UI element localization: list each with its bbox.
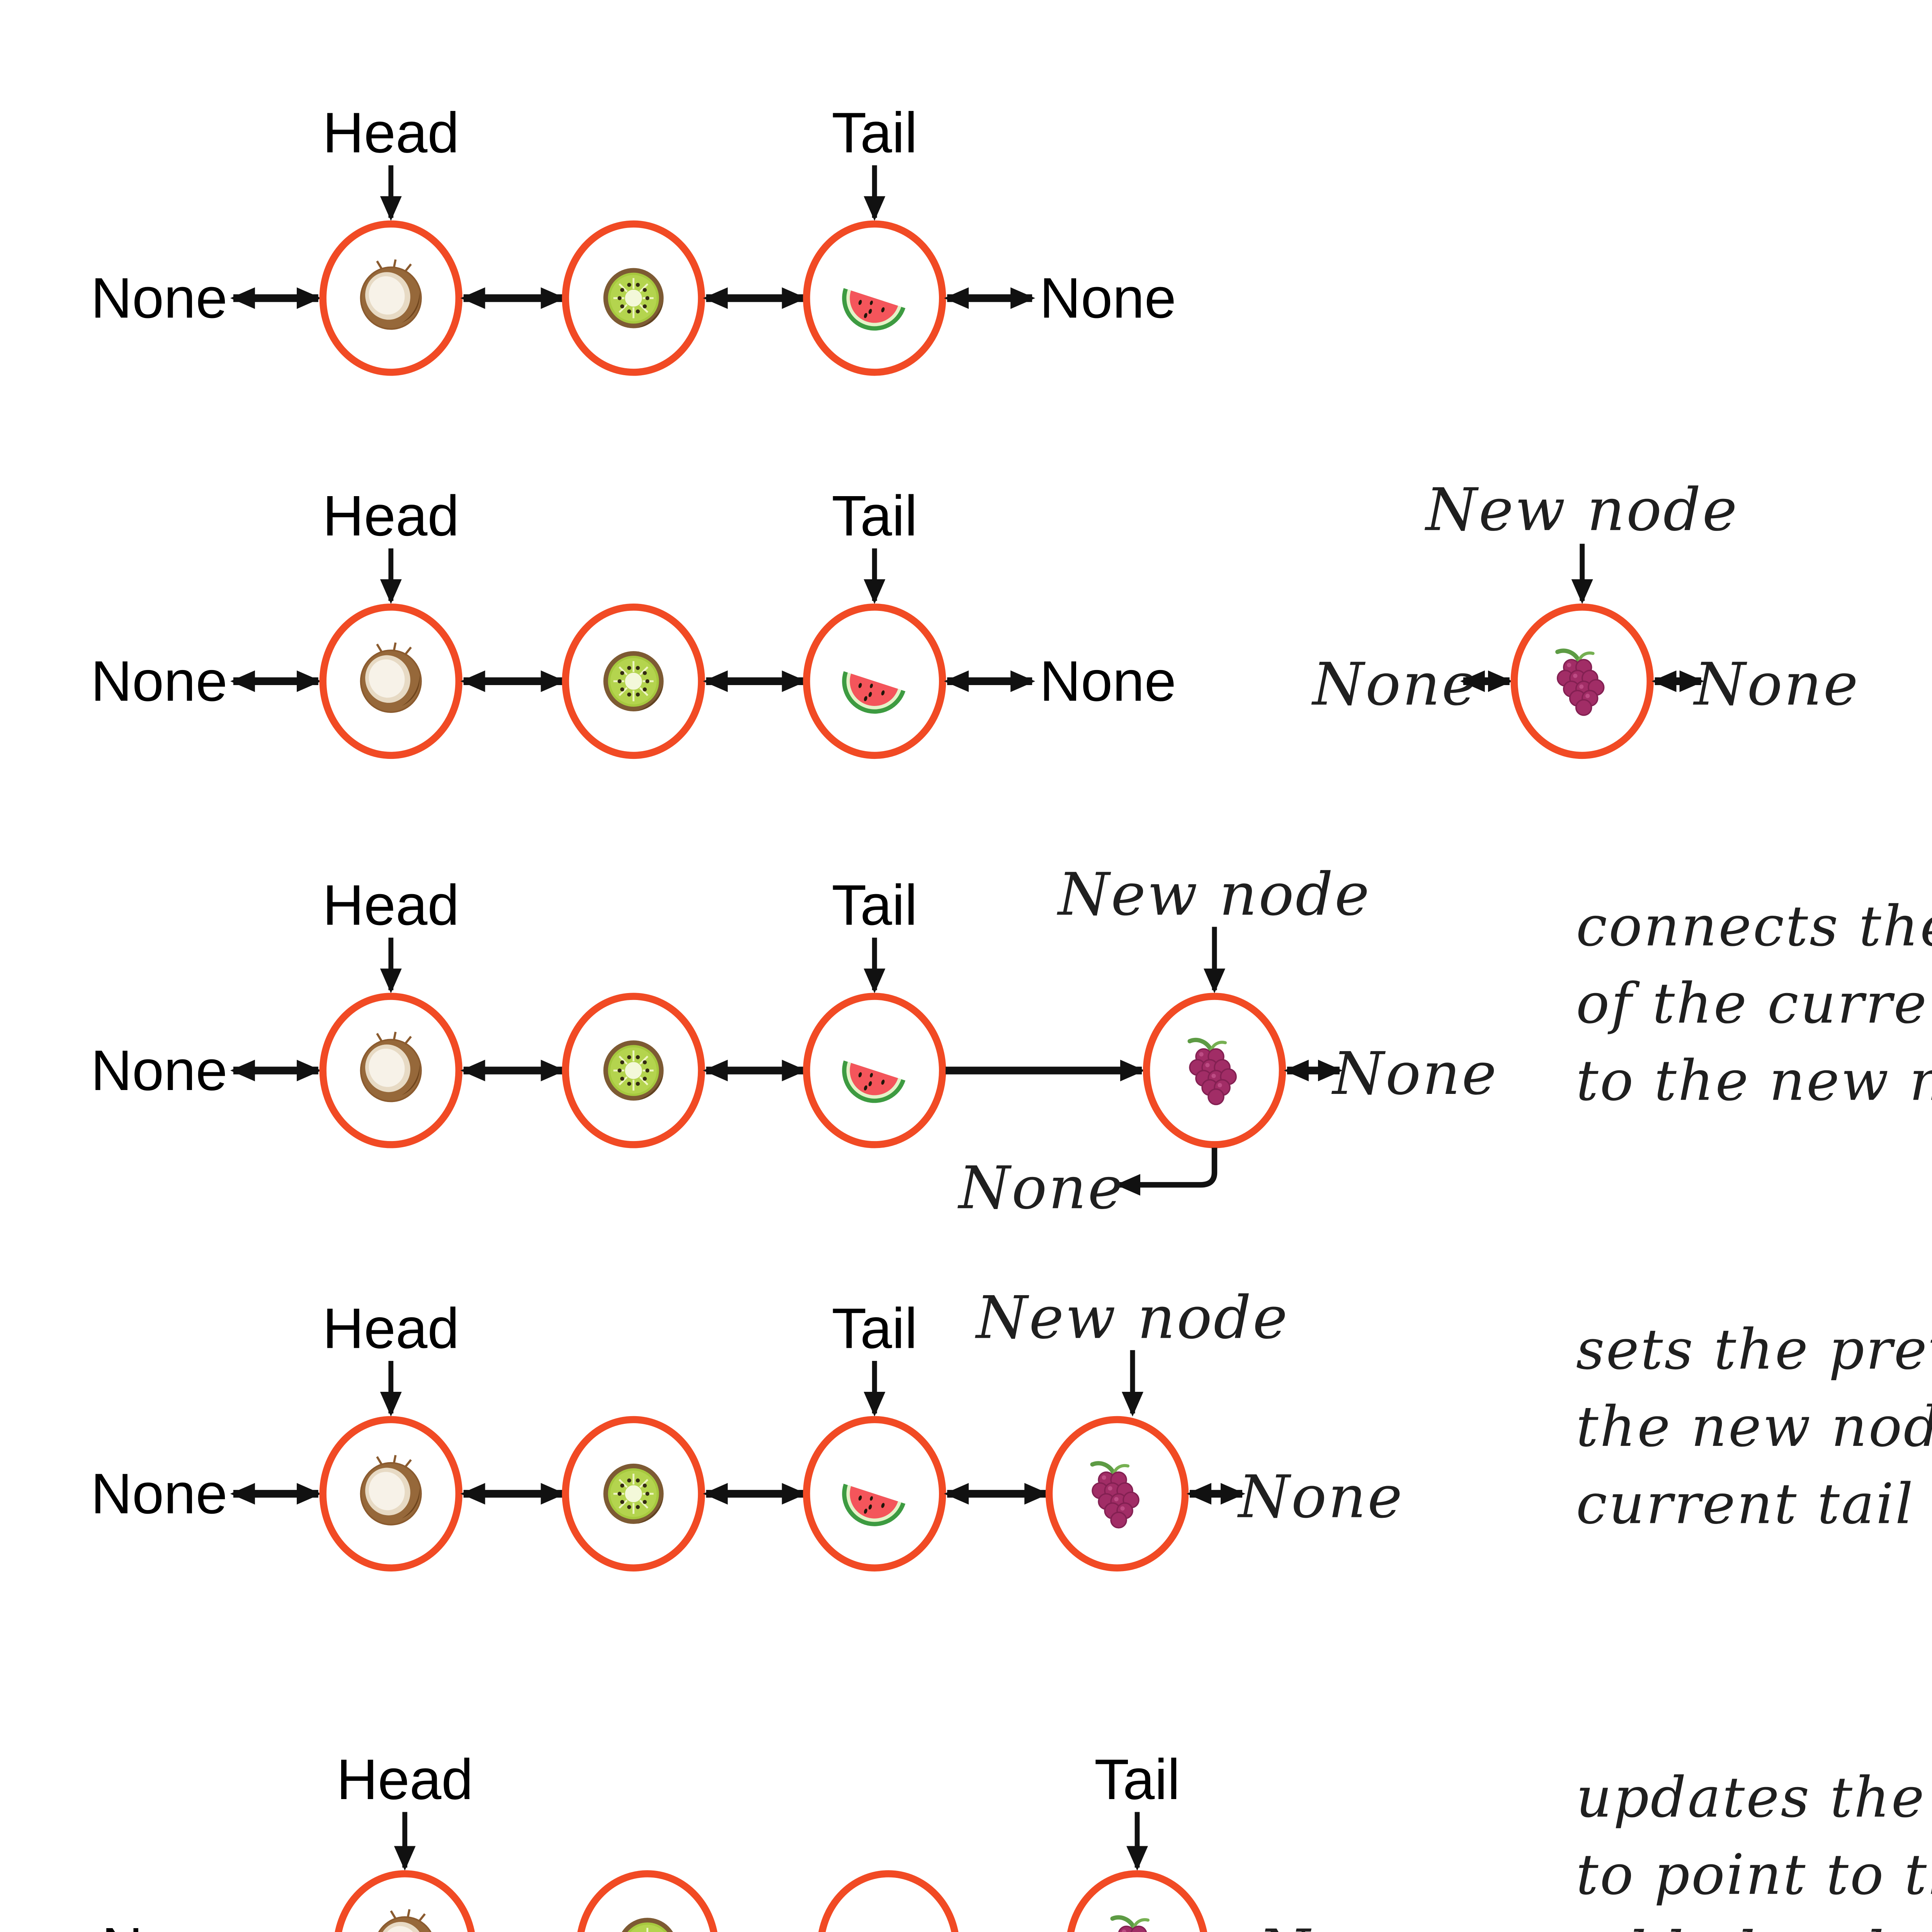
step-3-caption: connects the next pointer of the current…: [1576, 894, 1932, 1113]
kiwi-icon: [603, 651, 663, 711]
caption-line: sets the prev pointer of: [1576, 1317, 1932, 1382]
node-circle: [803, 603, 946, 759]
step-3: Head Tail New node None None None connec…: [91, 860, 1932, 1222]
tail-label: Tail: [1094, 1748, 1180, 1811]
node-circle: [577, 1870, 718, 1932]
caption-line: added node.: [1576, 1919, 1932, 1932]
tail-label: Tail: [832, 873, 917, 937]
tail-label: Tail: [832, 101, 917, 165]
step-4: Head Tail New node None None sets the pr…: [91, 1284, 1932, 1571]
new-node-prev-to-none-arrow: [1116, 1148, 1218, 1196]
head-label: Head: [323, 1297, 459, 1361]
none-right-label: None: [1257, 1917, 1424, 1932]
step-5-caption: updates the tail of the list to point to…: [1576, 1765, 1932, 1932]
none-left-label: None: [91, 266, 228, 330]
node-circle: [1067, 1870, 1208, 1932]
node-circle: [335, 1870, 475, 1932]
none-left-label: None: [91, 1039, 228, 1102]
none-right-label: None: [1237, 1463, 1404, 1531]
node-circle: [803, 993, 946, 1148]
caption-line: of the current tail node: [1576, 971, 1932, 1036]
none-left-label: None: [91, 1462, 228, 1526]
new-node-none-right-label: None: [1692, 650, 1859, 719]
new-node-none-left-label: None: [1311, 650, 1478, 719]
none-right-label: None: [1039, 650, 1176, 713]
head-label: Head: [323, 101, 459, 165]
caption-line: current tail node.: [1576, 1471, 1932, 1536]
caption-line: connects the next pointer: [1576, 894, 1932, 959]
caption-line: the new node to the: [1576, 1394, 1932, 1459]
head-label: Head: [323, 484, 459, 548]
step-4-caption: sets the prev pointer of the new node to…: [1576, 1317, 1932, 1536]
caption-line: updates the tail of the list: [1576, 1765, 1932, 1830]
head-label: Head: [323, 873, 459, 937]
none-right-label: None: [1331, 1039, 1498, 1108]
kiwi-icon: [603, 1041, 663, 1101]
step-1: Head Tail None None: [91, 101, 1176, 376]
kiwi-icon: [603, 268, 663, 328]
none-left-label: None: [102, 1916, 238, 1932]
head-label: Head: [337, 1748, 473, 1811]
kiwi-icon: [603, 1464, 663, 1524]
new-node-label: New node: [1424, 476, 1739, 544]
caption-line: to the new node.: [1576, 1048, 1932, 1113]
none-left-label: None: [91, 650, 228, 713]
new-node-label: New node: [975, 1284, 1289, 1352]
none-right-label: None: [1039, 266, 1176, 330]
step-5: Head Tail None None updates the tail of …: [102, 1748, 1932, 1932]
none-below-label: None: [957, 1154, 1124, 1222]
tail-label: Tail: [832, 484, 917, 548]
tail-label: Tail: [832, 1297, 917, 1361]
node-circle: [818, 1870, 959, 1932]
step-2: Head Tail None None New node None None: [91, 476, 1859, 759]
new-node-label: New node: [1056, 860, 1371, 929]
caption-line: to point to the newly: [1576, 1842, 1932, 1907]
